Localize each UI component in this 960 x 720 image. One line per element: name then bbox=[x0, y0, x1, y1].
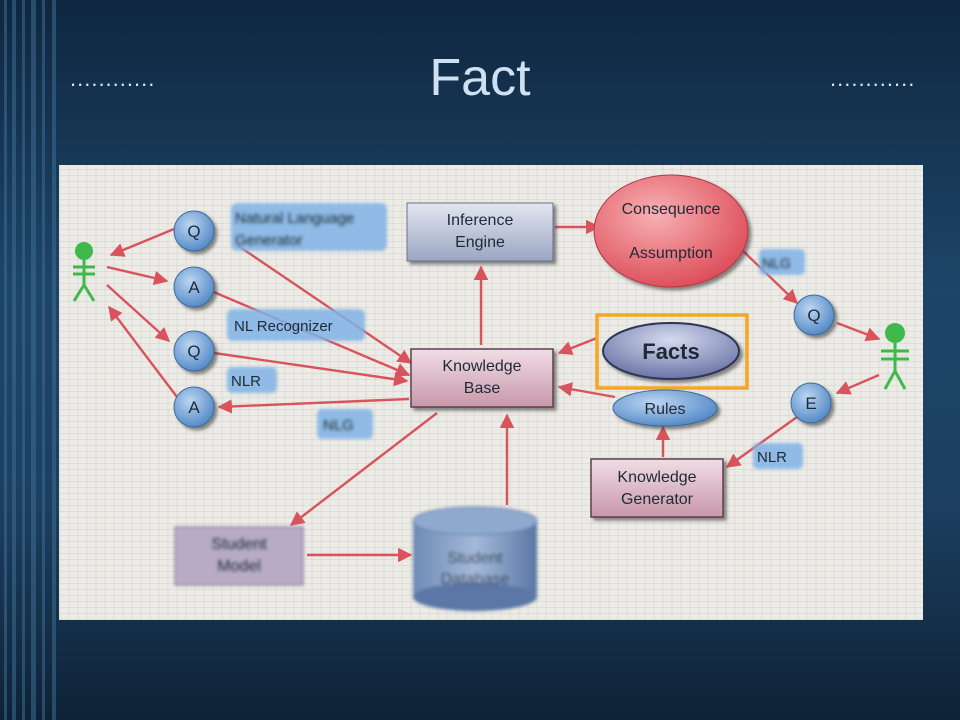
stripe bbox=[4, 0, 7, 720]
node-q1 bbox=[173, 210, 215, 252]
box-label: Inference bbox=[447, 212, 514, 229]
node-q3 bbox=[793, 294, 835, 336]
arrow-facts-to-kb bbox=[557, 336, 598, 355]
tag-label: NLR bbox=[231, 373, 261, 390]
arrow-assumption-to-q3 bbox=[740, 248, 799, 304]
node-a2 bbox=[173, 386, 215, 428]
student-database-cylinder: Student Database bbox=[412, 506, 538, 611]
inference-engine-box bbox=[406, 202, 554, 262]
node-label: Q bbox=[807, 306, 820, 325]
arrow-q1-to-user bbox=[109, 227, 175, 257]
node-e1 bbox=[790, 382, 832, 424]
stripe bbox=[31, 0, 36, 720]
arrow-user-to-q2 bbox=[106, 284, 171, 342]
tag-label: NLG bbox=[762, 255, 791, 271]
tag-label: Generator bbox=[235, 232, 303, 249]
ellipse-label: Assumption bbox=[629, 245, 713, 262]
stripe bbox=[42, 0, 45, 720]
tag-label: NLG bbox=[323, 417, 354, 434]
slide-title: Fact bbox=[429, 49, 531, 107]
tag-nl-recognizer: NL Recognizer bbox=[227, 309, 365, 341]
ellipse-label: Consequence bbox=[622, 201, 721, 218]
stripe bbox=[52, 0, 56, 720]
right-dotted-line: ............ bbox=[830, 66, 916, 91]
box-label: Generator bbox=[621, 491, 694, 508]
tag-nlg-left: NLG bbox=[317, 409, 373, 439]
facts-ellipse bbox=[602, 322, 740, 380]
arrow-e1-to-generator bbox=[725, 416, 798, 468]
tag-nlr-right: NLR bbox=[753, 443, 803, 469]
tag-label: NL Recognizer bbox=[234, 318, 333, 335]
tag-label: NLR bbox=[757, 449, 787, 466]
box-label: Knowledge bbox=[617, 469, 696, 486]
node-label: Q bbox=[187, 222, 200, 241]
knowledge-base-box bbox=[410, 348, 554, 408]
node-q2 bbox=[173, 330, 215, 372]
arrow-kb-to-student-model bbox=[289, 412, 438, 526]
arrow-kb-to-q1 bbox=[236, 244, 413, 364]
arrow-user-to-e1 bbox=[835, 373, 880, 395]
knowledge-generator-box bbox=[590, 458, 724, 518]
connector-arrows bbox=[106, 219, 881, 563]
left-dotted-line: ............ bbox=[70, 66, 156, 91]
left-stripes bbox=[0, 0, 62, 720]
stick-figure-icon bbox=[881, 323, 909, 390]
tag-natural-language-generator: Natural Language Generator bbox=[231, 203, 387, 251]
facts-label: Facts bbox=[642, 339, 699, 364]
arrow-kb-to-a2 bbox=[217, 397, 410, 414]
tag-nlr-left: NLR bbox=[227, 367, 277, 393]
arrow-user-to-a1 bbox=[106, 265, 169, 286]
rules-label: Rules bbox=[645, 401, 686, 418]
rules-ellipse bbox=[612, 389, 718, 427]
box-label: Base bbox=[464, 380, 501, 397]
node-label: A bbox=[188, 278, 200, 297]
diagram-panel: Q A Q A Q E Natural Language Generator N… bbox=[59, 165, 923, 620]
node-label: A bbox=[188, 398, 200, 417]
facts-highlight-frame bbox=[595, 313, 749, 390]
stripe bbox=[12, 0, 16, 720]
stripe bbox=[22, 0, 25, 720]
arrow-a2-to-user bbox=[108, 305, 178, 398]
node-label: E bbox=[805, 394, 816, 413]
arrow-q3-to-user bbox=[836, 321, 881, 342]
tag-label: Natural Language bbox=[235, 210, 354, 227]
arrow-rules-to-kb bbox=[557, 382, 616, 399]
tag-nlg-right: NLG bbox=[759, 249, 805, 275]
consequence-assumption-ellipse bbox=[593, 174, 749, 288]
stick-figure-icon bbox=[72, 242, 96, 302]
node-label: Q bbox=[187, 342, 200, 361]
box-label: Engine bbox=[455, 234, 505, 251]
box-label: Model bbox=[217, 558, 261, 575]
arrow-q2-to-kb bbox=[213, 351, 409, 387]
cylinder-label: Database bbox=[441, 571, 510, 588]
cylinder-label: Student bbox=[447, 550, 503, 567]
box-label: Knowledge bbox=[442, 358, 521, 375]
architecture-diagram: Q A Q A Q E Natural Language Generator N… bbox=[72, 174, 909, 611]
node-a1 bbox=[173, 266, 215, 308]
box-label: Student bbox=[211, 536, 267, 553]
student-model-box: Student Model bbox=[174, 526, 304, 586]
